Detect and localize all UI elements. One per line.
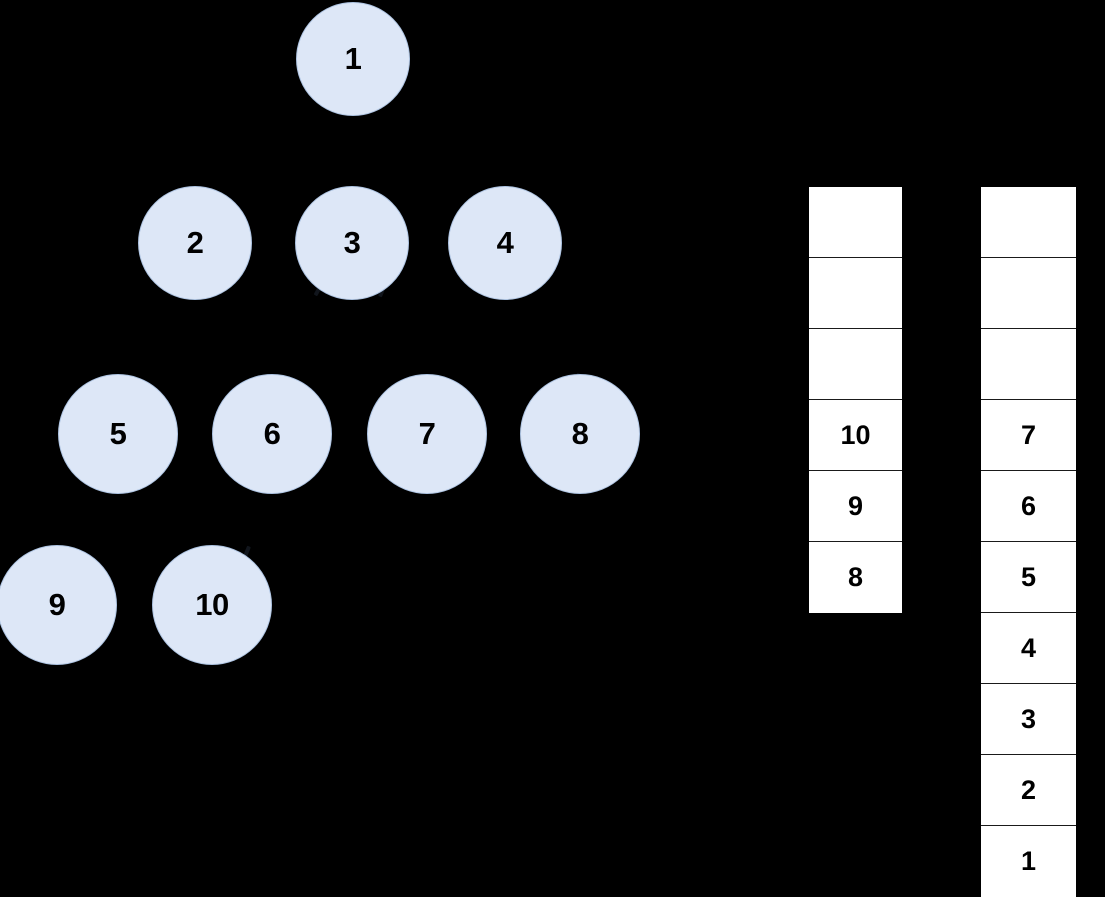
table-cell: 3 — [981, 684, 1076, 755]
table-cell: 7 — [981, 400, 1076, 471]
table-cell: 8 — [809, 542, 902, 613]
graph-node-label: 8 — [571, 415, 589, 451]
table-cell-empty — [809, 258, 902, 329]
graph-node-4[interactable]: 4 — [448, 186, 562, 300]
table-cell: 9 — [809, 471, 902, 542]
graph-node-1[interactable]: 1 — [296, 2, 410, 116]
graph-node-10[interactable]: 10 — [152, 545, 272, 665]
graph-node-7[interactable]: 7 — [367, 374, 487, 494]
graph-node-label: 4 — [496, 224, 514, 260]
graph-node-8[interactable]: 8 — [520, 374, 640, 494]
table-cell: 10 — [809, 400, 902, 471]
table-cell: 5 — [981, 542, 1076, 613]
graph-node-label: 5 — [109, 415, 127, 451]
graph-node-label: 1 — [344, 40, 362, 76]
table-cell-empty — [809, 187, 902, 258]
table-cell-empty — [981, 329, 1076, 400]
graph-node-label: 9 — [48, 586, 66, 622]
graph-node-5[interactable]: 5 — [58, 374, 178, 494]
table-cell: 6 — [981, 471, 1076, 542]
graph-node-6[interactable]: 6 — [212, 374, 332, 494]
table-cell-empty — [981, 187, 1076, 258]
table-cell-empty — [981, 258, 1076, 329]
graph-node-label: 7 — [418, 415, 436, 451]
table-cell: 4 — [981, 613, 1076, 684]
graph-node-label: 6 — [263, 415, 281, 451]
graph-node-2[interactable]: 2 — [138, 186, 252, 300]
table-cell: 1 — [981, 826, 1076, 897]
table-cell: 2 — [981, 755, 1076, 826]
graph-canvas: 1 2 3 4 5 6 7 8 9 10 — [0, 2, 640, 665]
table-cell-empty — [809, 329, 902, 400]
graph-node-label: 2 — [186, 224, 204, 260]
graph-node-3[interactable]: 3 — [295, 186, 409, 300]
graph-node-label: 3 — [343, 224, 361, 260]
graph-node-9[interactable]: 9 — [0, 545, 117, 665]
graph-node-label: 10 — [195, 586, 229, 622]
